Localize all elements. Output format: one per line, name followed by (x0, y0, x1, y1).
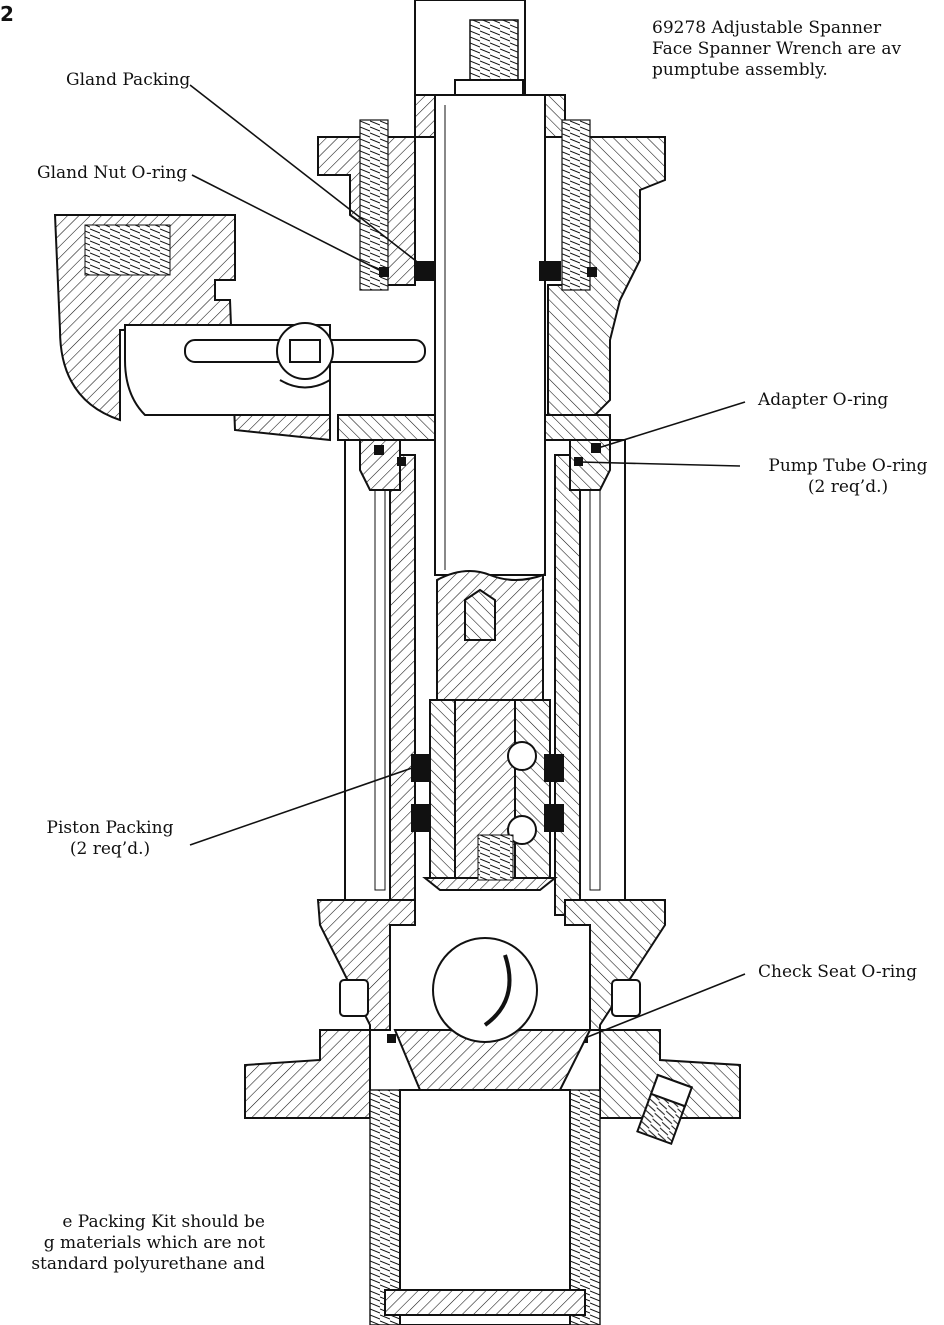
bottom-note-line: g materials which are not (43, 1233, 265, 1253)
label-gland-packing: Gland Packing (66, 70, 191, 90)
piston-packing-qty: (2 req’d.) (69, 839, 151, 859)
label-gland-nut-oring: Gland Nut O-ring (37, 163, 188, 183)
piston-rod (434, 94, 546, 701)
pump-tube-oring-name: Pump Tube O-ring (768, 456, 928, 476)
leader-lines (189, 84, 746, 1039)
valve-handle (184, 322, 426, 389)
label-piston-packing: Piston Packing (2 req’d.) (30, 818, 190, 860)
figure-number: 2 (0, 2, 14, 26)
top-note-line: pumptube assembly. (652, 60, 828, 80)
piston-packing-name: Piston Packing (46, 818, 174, 838)
bottom-note-line: e Packing Kit should be (62, 1212, 265, 1232)
bottom-note-line: standard polyurethane and (31, 1254, 265, 1274)
label-check-seat-oring: Check Seat O-ring (758, 962, 918, 982)
pump-tube (344, 439, 626, 916)
top-note: 69278 Adjustable Spanner Face Spanner Wr… (652, 18, 901, 81)
bottom-inlet-pipe (369, 1089, 601, 1325)
top-note-line: 69278 Adjustable Spanner (652, 18, 882, 38)
bottom-note: e Packing Kit should be g materials whic… (0, 1212, 265, 1275)
label-pump-tube-oring: Pump Tube O-ring (2 req’d.) (752, 456, 944, 498)
piston-body (422, 699, 558, 891)
pump-tube-oring-qty: (2 req’d.) (807, 477, 889, 497)
gland-housing (317, 94, 666, 441)
label-adapter-oring: Adapter O-ring (758, 390, 889, 410)
top-note-line: Face Spanner Wrench are av (652, 39, 902, 59)
check-housing (244, 899, 741, 1146)
